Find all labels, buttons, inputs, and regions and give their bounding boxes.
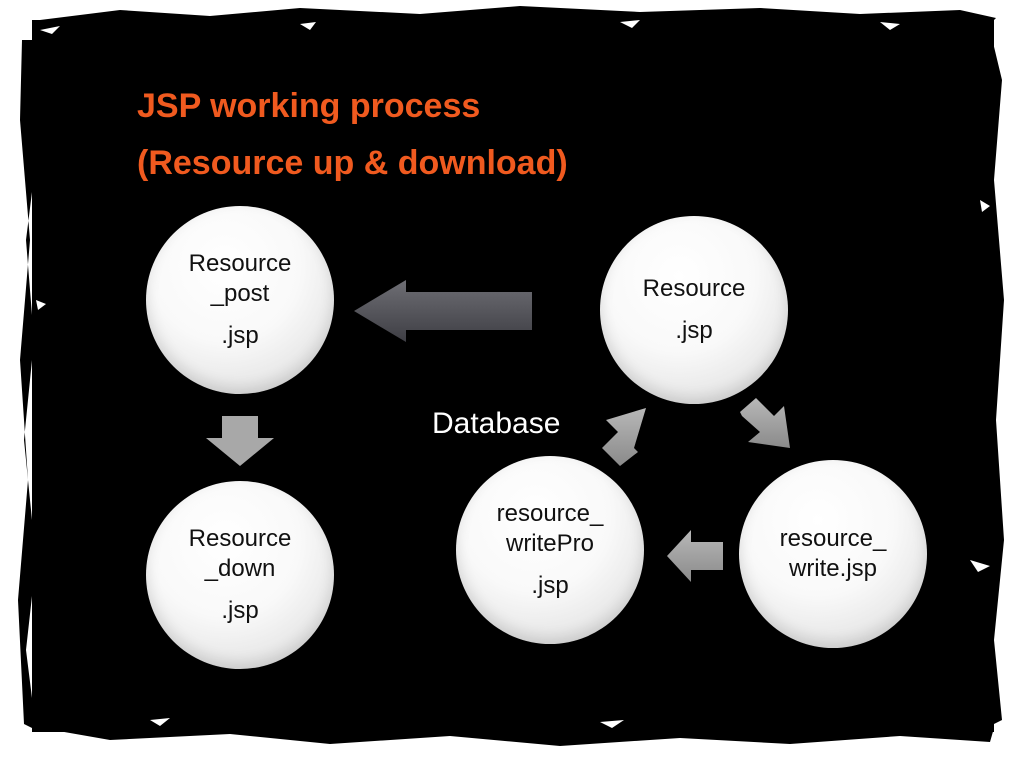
node-resource: Resource .jsp <box>600 216 788 404</box>
node-resource-post-line-2: _post <box>210 280 270 307</box>
node-resource-post-line-1: Resource <box>188 250 292 277</box>
arrow-down-icon <box>206 416 274 466</box>
node-resource-post-ext: .jsp <box>221 322 259 349</box>
node-resource-writepro-ext: .jsp <box>531 572 569 599</box>
node-resource-write-line-1: resource_ <box>779 525 887 552</box>
arrow-left-icon <box>354 280 532 342</box>
node-resource-ext: .jsp <box>675 317 713 344</box>
node-resource-writepro: resource_ writePro .jsp <box>456 456 644 644</box>
slide-title: JSP working process (Resource up & downl… <box>137 78 568 192</box>
node-resource-write: resource_ write.jsp <box>739 460 927 648</box>
node-resource-down-line-1: Resource <box>188 525 292 552</box>
node-resource-writepro-line-2: writePro <box>505 530 595 557</box>
node-resource-down: Resource _down .jsp <box>146 481 334 669</box>
arrow-down-right-icon <box>740 398 790 448</box>
node-resource-line-1: Resource <box>642 275 746 302</box>
node-resource-post: Resource _post .jsp <box>146 206 334 394</box>
title-line-2: (Resource up & download) <box>137 144 568 182</box>
node-resource-down-line-2: _down <box>204 555 276 582</box>
database-label: Database <box>432 407 561 440</box>
node-resource-down-ext: .jsp <box>221 597 259 624</box>
arrow-up-right-icon <box>602 408 646 466</box>
title-line-1: JSP working process <box>137 87 481 125</box>
node-resource-write-line-2: write.jsp <box>788 555 878 582</box>
node-resource-writepro-line-1: resource_ <box>496 500 604 527</box>
arrow-left-icon <box>667 530 723 582</box>
